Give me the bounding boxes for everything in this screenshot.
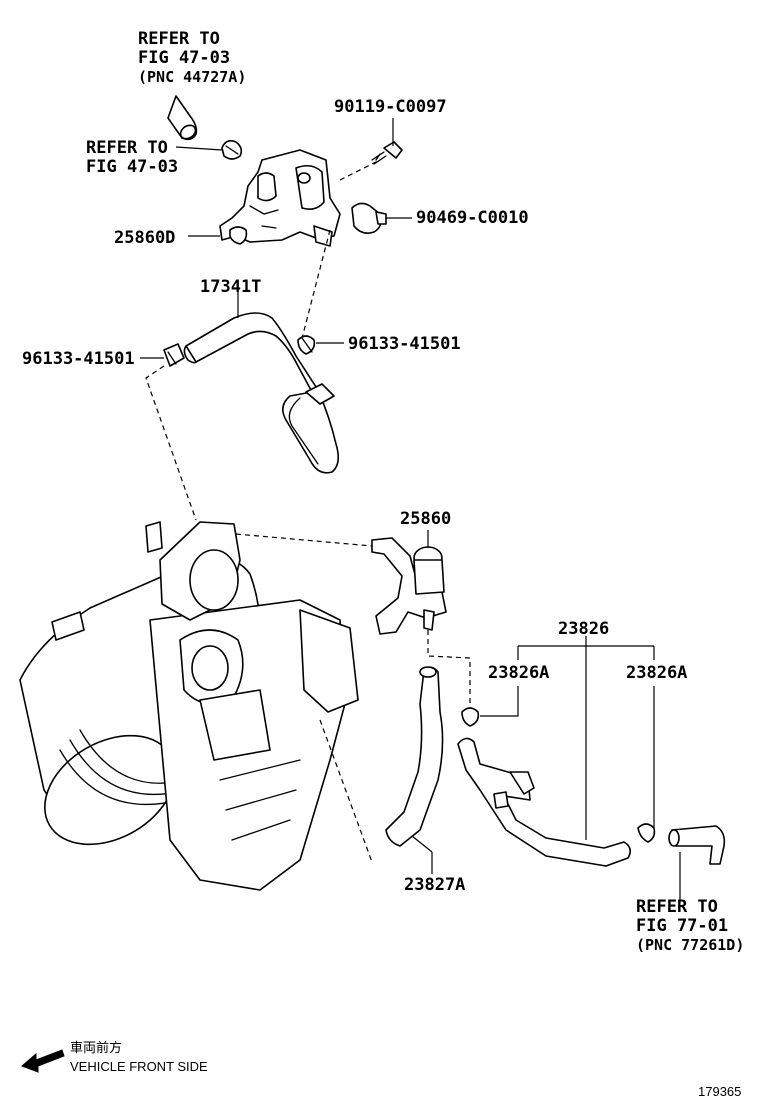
label-clamp-a-right: 23826A [626,663,687,683]
arrow-left-down-icon [21,1049,65,1073]
label-bolt: 90119-C0097 [334,97,447,117]
clamp-left-part [163,343,185,367]
label-refer-mid-2: FIG 47-03 [86,157,178,177]
label-hose-bottom: 23827A [404,875,465,895]
clip-right-part [351,202,387,234]
clamp-a-right-part [637,823,656,843]
intake-assembly [19,521,359,891]
label-vsv-bottom: 25860 [400,509,451,529]
label-refer-mid-1: REFER TO [86,138,168,158]
label-refer-top-1: REFER TO [138,29,220,49]
vsv-upper [219,149,341,247]
label-refer-top-3: (PNC 44727A) [138,68,246,86]
hose-lower-left [385,666,444,847]
refer-hose-top [167,95,198,141]
hose-lower-right [457,737,632,867]
refer-clip-mid [221,140,243,160]
hose-upper [183,312,340,474]
refer-hose-bottom [668,825,726,865]
label-vsv-top: 25860D [114,228,175,248]
direction-en-text: VEHICLE FRONT SIDE [70,1059,208,1074]
label-refer-top-2: FIG 47-03 [138,48,230,68]
label-refer-bot-3: (PNC 77261D) [636,936,744,954]
clamp-right-part [297,335,316,355]
label-clip-right: 90469-C0010 [416,208,529,228]
label-refer-bot-1: REFER TO [636,897,718,917]
label-hose-top: 17341T [200,277,261,297]
clamp-a-left-part [461,707,480,727]
label-clamp-left: 96133-41501 [22,349,135,369]
label-hose-set: 23826 [558,619,609,639]
label-clamp-right: 96133-41501 [348,334,461,354]
label-clamp-a-left: 23826A [488,663,549,683]
bolt-part [371,141,403,165]
direction-jp-text: 車両前方 [70,1040,122,1056]
label-refer-bot-2: FIG 77-01 [636,916,728,936]
figure-id: 179365 [698,1084,741,1099]
vsv-lower [371,537,447,635]
